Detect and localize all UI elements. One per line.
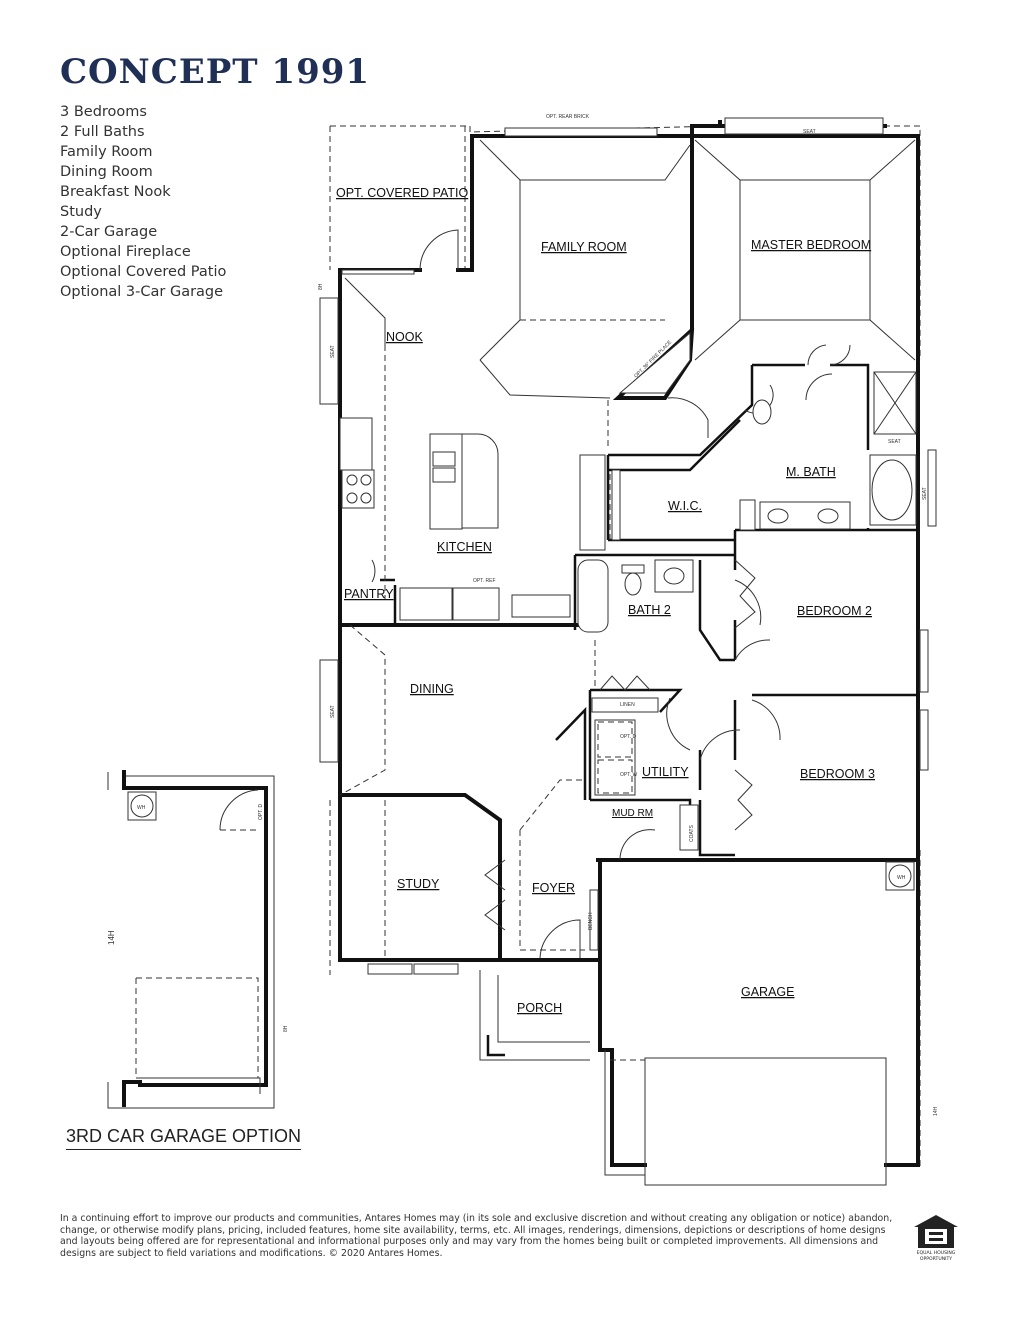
room-label-family-room: FAMILY ROOM (541, 240, 627, 254)
note-opt-ref: OPT. REF (473, 578, 496, 584)
eho-line2: OPPORTUNITY (920, 1256, 952, 1262)
room-label-wic: W.I.C. (668, 499, 702, 513)
floor-plan: .w { stroke: #111; stroke-width: 4; fill… (107, 114, 939, 1186)
note-coats: COATS (689, 824, 695, 842)
feature-item: Family Room (60, 144, 153, 160)
bifold-doors (484, 559, 756, 931)
note-seat: SEAT (330, 345, 336, 358)
note-opt-washer: OPT. W (620, 772, 638, 778)
counter (399, 587, 453, 621)
note-height: 8H (318, 283, 324, 290)
room-label-foyer: FOYER (532, 881, 575, 895)
interior-walls (380, 363, 918, 857)
note-seat: SEAT (888, 439, 901, 445)
note-opt-dryer: OPT. D (620, 734, 637, 740)
room-label-covered-patio: OPT. COVERED PATIO (336, 186, 468, 200)
ceiling-lines (339, 139, 916, 1061)
outline-dashed (329, 125, 921, 1170)
linen-shelf (591, 697, 659, 713)
note-height: 14H (933, 1106, 939, 1116)
feature-item: Study (60, 204, 102, 220)
sink (817, 508, 839, 524)
feature-item: Optional Covered Patio (60, 264, 227, 280)
exterior-walls (338, 120, 920, 1167)
fixtures (339, 269, 917, 951)
counter (339, 417, 373, 471)
feature-item: Optional 3-Car Garage (60, 284, 224, 300)
closet-shelf (579, 454, 606, 551)
feature-list: 3 Bedrooms 2 Full Baths Family Room Dini… (60, 102, 226, 302)
note-wh: WH (897, 875, 906, 881)
plan-title: CONCEPT 1991 (60, 52, 371, 92)
feature-item: Optional Fireplace (60, 244, 191, 260)
note-seat: SEAT (803, 129, 816, 135)
note-seat: SEAT (922, 487, 928, 500)
coats-closet (679, 804, 699, 851)
doors (371, 229, 851, 959)
feature-item: Dining Room (60, 164, 153, 180)
bench (589, 889, 599, 951)
room-label-master-bath: M. BATH (786, 465, 836, 479)
toilet-tank (621, 564, 645, 574)
feature-item: 3 Bedrooms (60, 104, 147, 120)
feature-item: 2 Full Baths (60, 124, 145, 140)
refrigerator (452, 587, 500, 621)
equal-housing-logo: EQUAL HOUSING OPPORTUNITY (914, 1215, 958, 1262)
room-label-bath2: BATH 2 (628, 603, 671, 617)
third-car-garage-plan (107, 770, 275, 1109)
room-label-master-bedroom: MASTER BEDROOM (751, 238, 871, 252)
note-bench: BENCH (588, 912, 594, 930)
sink (663, 567, 685, 585)
room-label-pantry: PANTRY (344, 587, 394, 601)
room-label-nook: NOOK (386, 330, 423, 344)
tub-basin (871, 459, 913, 521)
room-label-study: STUDY (397, 877, 440, 891)
room-label-kitchen: KITCHEN (437, 540, 492, 554)
note-seat: SEAT (330, 705, 336, 718)
room-label-dining: DINING (410, 682, 454, 696)
room-label-garage: GARAGE (741, 985, 795, 999)
note-height: 8H (283, 1025, 289, 1032)
sink (767, 508, 789, 524)
garage-door (479, 970, 887, 1186)
note-rear-brick: OPT. REAR BRICK (546, 114, 590, 120)
feature-item: 2-Car Garage (60, 224, 158, 240)
third-car-garage-label: 3RD CAR GARAGE OPTION (66, 1126, 302, 1150)
note-height: 14H (107, 930, 116, 945)
island-bar (461, 433, 499, 529)
feature-item: Breakfast Nook (60, 184, 171, 200)
note-linen: LINEN (620, 702, 635, 708)
opening (511, 594, 571, 618)
room-label-utility: UTILITY (642, 765, 689, 779)
room-label-bedroom3: BEDROOM 3 (800, 767, 875, 781)
windows (319, 117, 937, 975)
note-wh: WH (137, 805, 146, 811)
bathtub (577, 559, 609, 633)
toilet (624, 572, 642, 596)
fireplace (618, 331, 691, 394)
note-opt-door: OPT. D (258, 803, 264, 820)
room-label-mud-room: MUD RM (612, 808, 653, 819)
room-label-bedroom2: BEDROOM 2 (797, 604, 872, 618)
toilet (752, 399, 772, 425)
room-label-porch: PORCH (517, 1001, 562, 1015)
eho-line1: EQUAL HOUSING (917, 1250, 956, 1256)
disclaimer-text: In a continuing effort to improve our pr… (60, 1213, 893, 1259)
water-heater (885, 861, 915, 891)
